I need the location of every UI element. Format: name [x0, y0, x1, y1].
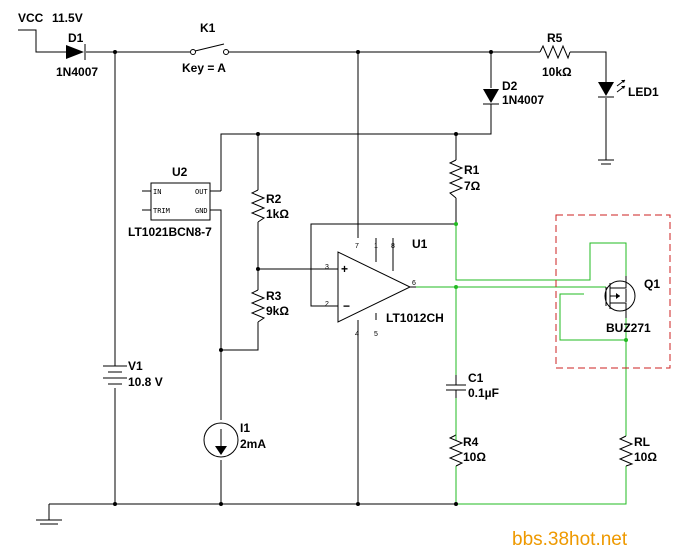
r5-name: R5	[547, 31, 563, 45]
r1-name: R1	[464, 163, 480, 177]
d2-name: D2	[502, 79, 518, 93]
vcc-value: 11.5V	[52, 11, 83, 25]
mosfet-q1[interactable]: Q1 BUZ271	[555, 214, 671, 369]
c1-value: 0.1µF	[468, 386, 499, 400]
rl-name: RL	[634, 435, 650, 449]
u2-pin-out: OUT	[195, 188, 208, 196]
u1-pin6: 6	[412, 280, 416, 287]
u1-minus-sign: −	[343, 299, 350, 313]
led-led1[interactable]: LED1	[598, 79, 659, 99]
u1-part: LT1012CH	[386, 311, 444, 325]
r1-value: 7Ω	[464, 179, 481, 193]
r3-value: 9kΩ	[266, 304, 289, 318]
u1-pin5: 5	[374, 331, 378, 338]
resistor-r3[interactable]: R3 9kΩ	[250, 289, 289, 323]
green-junction-dots	[454, 222, 628, 342]
current-source-i1[interactable]: I1 2mA	[203, 421, 266, 458]
vcc-source[interactable]: VCC 11.5V	[18, 11, 83, 25]
r4-value: 10Ω	[463, 450, 486, 464]
resistor-rl[interactable]: RL 10Ω	[618, 435, 657, 467]
u2-pin-trim: TRIM	[153, 207, 170, 215]
u1-pin8: 8	[391, 243, 395, 250]
u1-pin7: 7	[355, 243, 359, 250]
k1-name: K1	[200, 21, 216, 35]
r5-value: 10kΩ	[542, 65, 572, 79]
q1-name: Q1	[644, 277, 660, 291]
v1-value: 10.8 V	[128, 375, 163, 389]
led1-name: LED1	[628, 85, 659, 99]
resistor-r4[interactable]: R4 10Ω	[448, 434, 486, 467]
d2-part: 1N4007	[502, 93, 544, 107]
opamp-u1[interactable]: + − 7 1 8 3 2 6 4 5 U1 LT1012CH	[325, 237, 444, 338]
r3-name: R3	[266, 289, 282, 303]
resistor-r5[interactable]: R5 10kΩ	[539, 31, 572, 79]
junction-dots	[113, 50, 493, 506]
u1-pin1: 1	[374, 243, 378, 250]
v1-name: V1	[128, 359, 143, 373]
diode-d2[interactable]: D2 1N4007	[483, 79, 544, 107]
i1-value: 2mA	[240, 437, 266, 451]
battery-v1[interactable]: V1 10.8 V	[103, 359, 163, 389]
k1-key: Key = A	[182, 61, 226, 75]
d1-name: D1	[68, 31, 84, 45]
u2-part: LT1021BCN8-7	[128, 225, 212, 239]
c1-name: C1	[468, 371, 484, 385]
r2-value: 1kΩ	[266, 207, 289, 221]
diode-d1[interactable]: D1 1N4007	[56, 31, 98, 79]
u1-plus-sign: +	[341, 262, 348, 276]
u1-pin2: 2	[325, 301, 329, 308]
capacitor-c1[interactable]: C1 0.1µF	[446, 371, 499, 400]
r2-name: R2	[266, 192, 282, 206]
i1-name: I1	[240, 421, 250, 435]
resistor-r1[interactable]: R1 7Ω	[448, 159, 481, 199]
u1-pin3: 3	[325, 264, 329, 271]
highlighted-wires	[416, 224, 627, 505]
vcc-name: VCC	[18, 11, 44, 25]
circuit-wires	[18, 29, 614, 525]
resistor-r2[interactable]: R2 1kΩ	[250, 189, 289, 223]
watermark: bbs.38hot.net	[512, 529, 628, 550]
u2-name: U2	[172, 165, 188, 179]
u2-pin-gnd: GND	[195, 207, 208, 215]
ic-u2[interactable]: IN TRIM OUT GND U2 LT1021BCN8-7	[128, 165, 221, 239]
r4-name: R4	[463, 435, 479, 449]
u2-pin-in: IN	[153, 188, 161, 196]
d1-part: 1N4007	[56, 65, 98, 79]
q1-part: BUZ271	[606, 321, 651, 335]
rl-value: 10Ω	[634, 450, 657, 464]
u1-name: U1	[412, 237, 428, 251]
u1-pin4: 4	[355, 331, 359, 338]
switch-k1[interactable]: K1 Key = A	[182, 21, 229, 75]
